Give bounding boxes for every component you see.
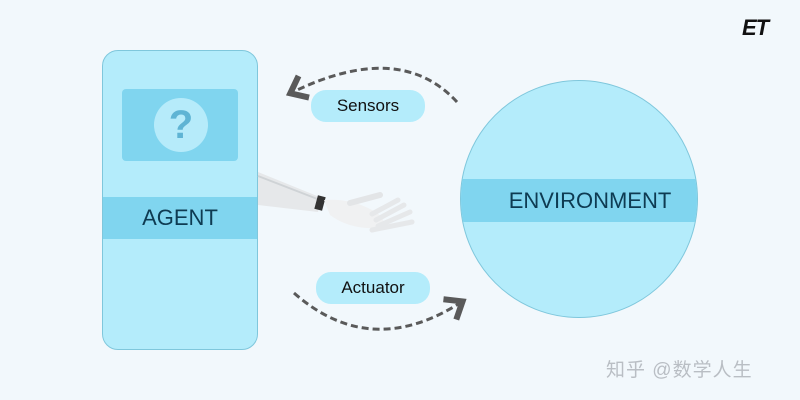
agent-screen: ? [122,89,238,161]
environment-circle: ENVIRONMENT [460,80,698,318]
et-logo: ET [742,15,769,40]
watermark: 知乎 @数学人生 [606,360,753,381]
sensors-label: Sensors [311,90,425,122]
sensors-arrow [285,66,459,104]
agent-box: ? AGENT [102,50,258,350]
actuator-arrow [293,291,467,331]
question-mark-icon: ? [154,98,208,152]
agent-label: AGENT [103,197,257,239]
robot-arm-illustration [257,172,415,233]
environment-label: ENVIRONMENT [461,179,697,222]
actuator-label: Actuator [316,272,430,304]
